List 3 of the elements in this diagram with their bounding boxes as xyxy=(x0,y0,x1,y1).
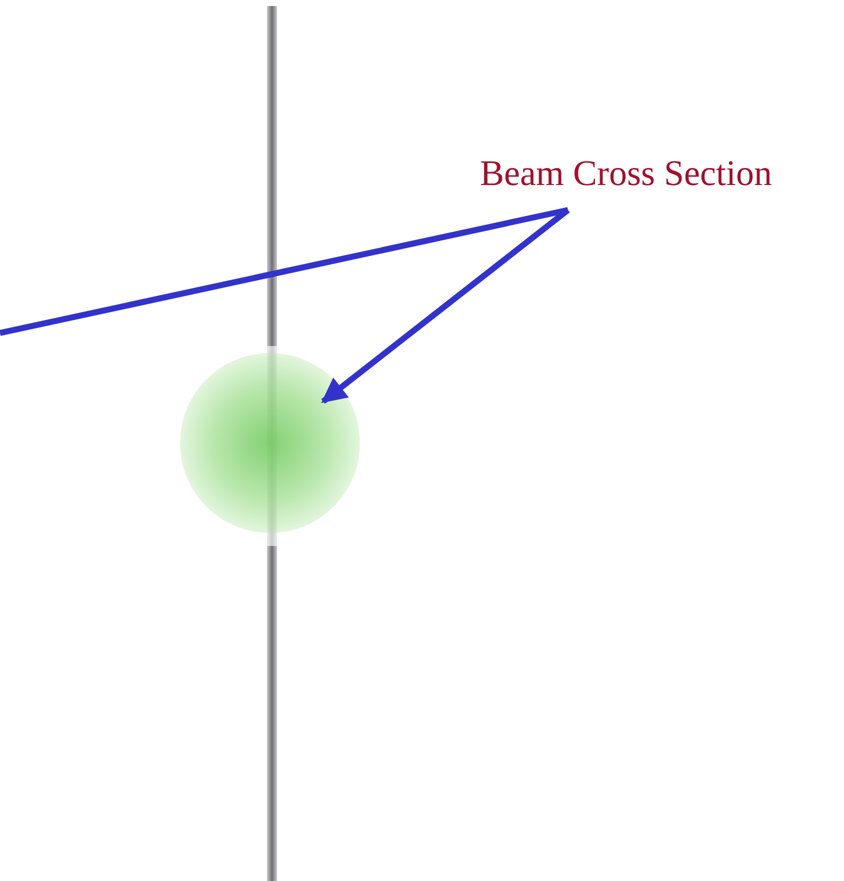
leader-line xyxy=(0,207,569,336)
callout-label: Beam Cross Section xyxy=(480,152,773,195)
arrow xyxy=(321,208,570,404)
